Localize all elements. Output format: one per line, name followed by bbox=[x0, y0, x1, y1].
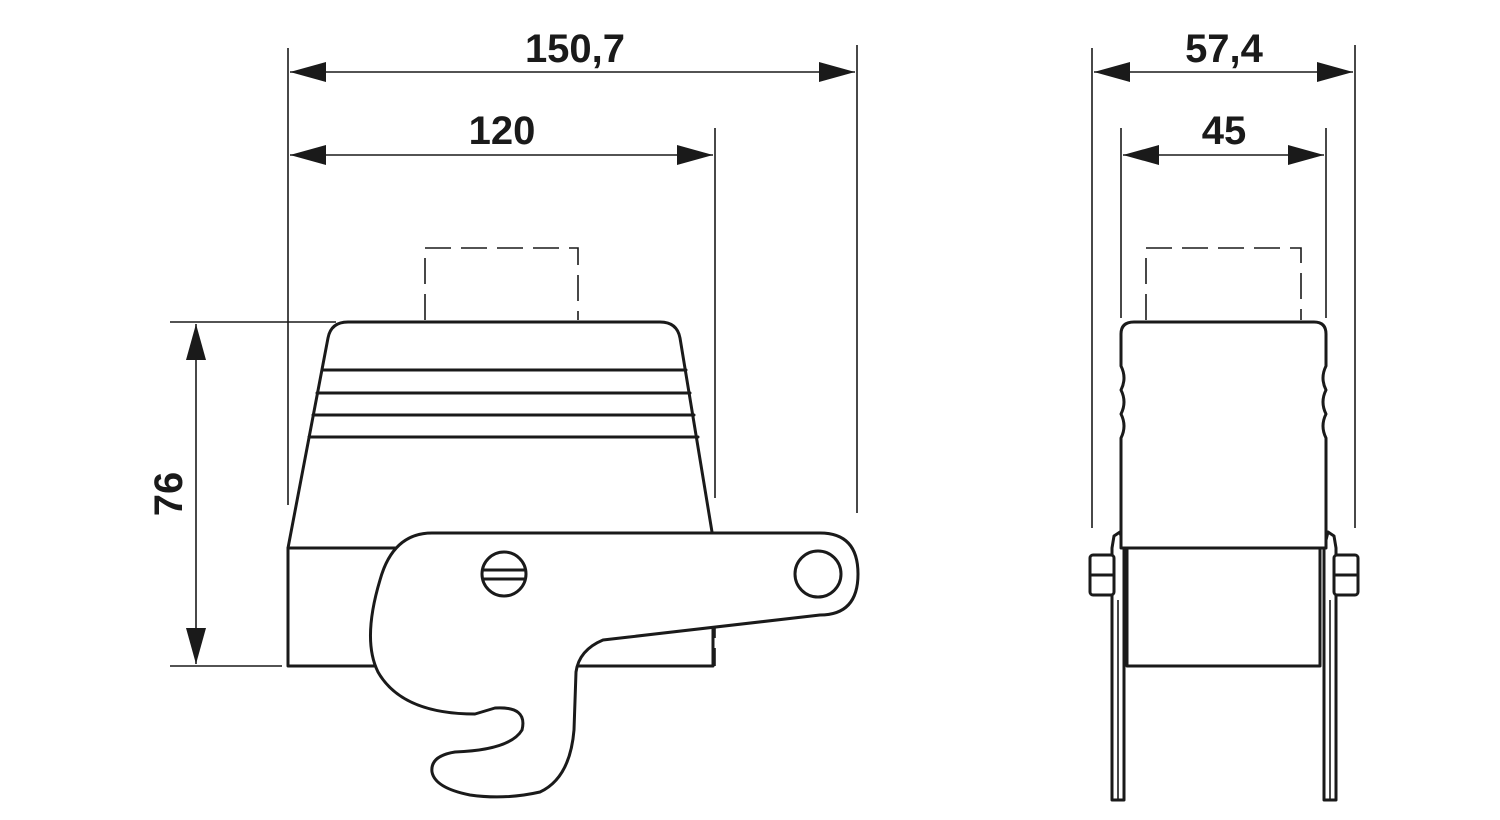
dimension-overall-width: 150,7 bbox=[290, 27, 855, 82]
arrow-head bbox=[819, 62, 855, 82]
arrow-head bbox=[290, 145, 326, 165]
lever-pivot-hole bbox=[793, 549, 843, 599]
side-housing-base bbox=[1125, 546, 1322, 668]
dimension-label-side-housing-width: 45 bbox=[1202, 109, 1247, 153]
dimension-side-overall-width: 57,4 bbox=[1094, 27, 1353, 82]
housing-hood bbox=[286, 320, 715, 550]
locking-lever bbox=[369, 531, 860, 799]
arrow-head bbox=[677, 145, 713, 165]
cable-entry-outline bbox=[1145, 247, 1302, 320]
arrow-head bbox=[1288, 145, 1324, 165]
dimension-label-overall-width: 150,7 bbox=[525, 27, 625, 71]
arrow-head bbox=[1317, 62, 1353, 82]
front-view: 150,7 120 76 bbox=[147, 27, 860, 799]
arrow-head bbox=[1094, 62, 1130, 82]
cable-entry-outline bbox=[424, 247, 579, 320]
side-housing-body bbox=[1119, 320, 1328, 550]
arrow-head bbox=[186, 324, 206, 360]
arrow-head bbox=[290, 62, 326, 82]
screw-head bbox=[480, 550, 528, 598]
arrow-head bbox=[1123, 145, 1159, 165]
dimension-label-side-overall-width: 57,4 bbox=[1185, 27, 1264, 71]
dimension-label-height: 76 bbox=[147, 472, 191, 517]
dimension-label-housing-width: 120 bbox=[469, 109, 536, 153]
dimension-housing-width: 120 bbox=[290, 109, 713, 165]
dimension-height: 76 bbox=[147, 324, 206, 664]
side-view: 57,4 45 bbox=[1088, 27, 1360, 802]
dimension-side-housing-width: 45 bbox=[1123, 109, 1324, 165]
arrow-head bbox=[186, 628, 206, 664]
